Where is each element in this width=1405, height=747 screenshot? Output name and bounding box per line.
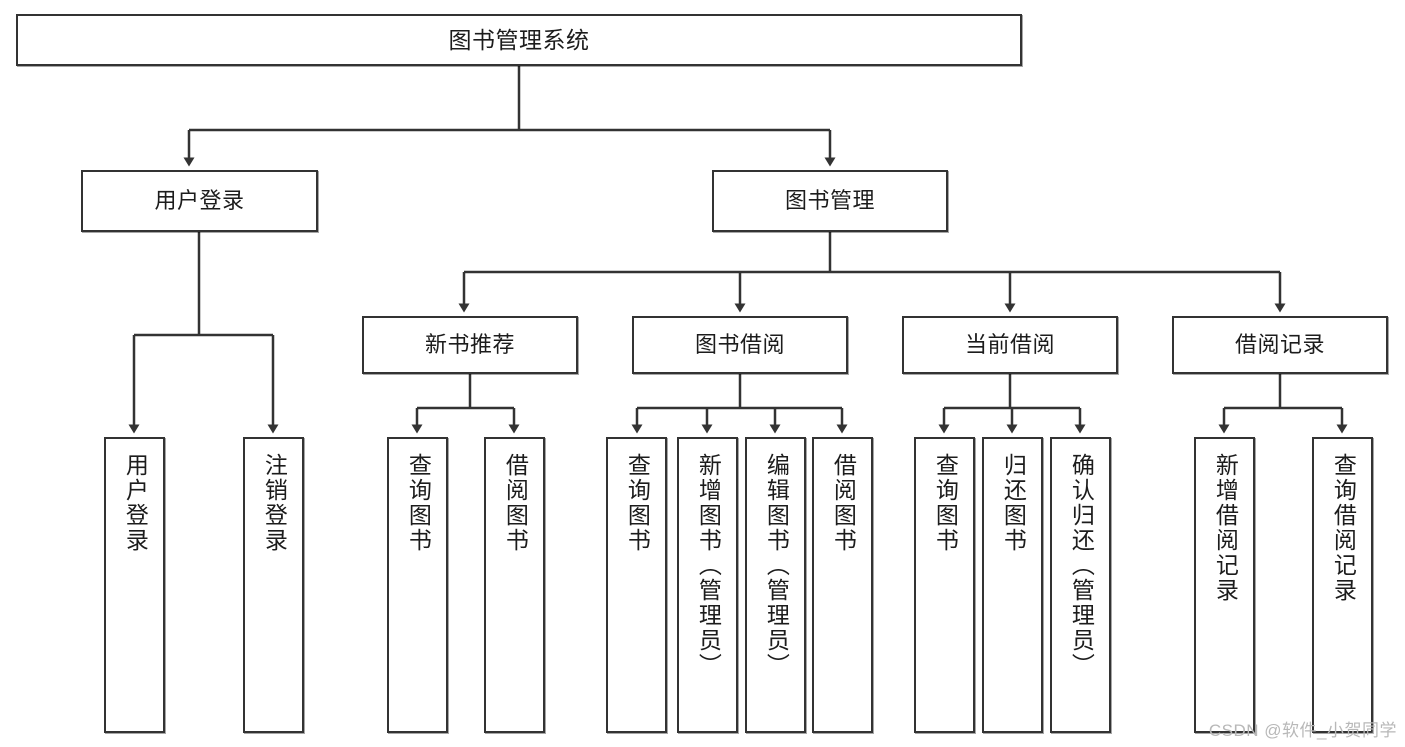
leaf-borrow-borrow-book[interactable]: 借阅图书 <box>812 437 873 733</box>
leaf-borrow-edit-book[interactable]: 编辑图书（管理员） <box>745 437 806 733</box>
leaf-current-return-book[interactable]: 归还图书 <box>982 437 1043 733</box>
leaf-recommend-borrow-book[interactable]: 借阅图书 <box>484 437 545 733</box>
node-label: 当前借阅 <box>964 332 1055 358</box>
node-label: 注销登录 <box>261 453 288 553</box>
watermark-text: CSDN @软件_小贺同学 <box>1208 721 1397 740</box>
node-label: 用户登录 <box>122 453 149 553</box>
leaf-recommend-query-book[interactable]: 查询图书 <box>387 437 448 733</box>
node-label: 借阅图书 <box>830 453 857 553</box>
node-root-system[interactable]: 图书管理系统 <box>16 14 1022 66</box>
node-label: 查询图书 <box>405 453 432 553</box>
leaf-record-add-record[interactable]: 新增借阅记录 <box>1194 437 1255 733</box>
leaf-current-confirm-return[interactable]: 确认归还（管理员） <box>1050 437 1111 733</box>
node-label: 查询借阅记录 <box>1330 453 1357 603</box>
leaf-user-login-signin[interactable]: 用户登录 <box>104 437 165 733</box>
node-label: 图书管理 <box>784 188 875 214</box>
node-label: 编辑图书（管理员） <box>763 453 790 678</box>
node-book-borrow[interactable]: 图书借阅 <box>632 316 848 374</box>
leaf-borrow-query-book[interactable]: 查询图书 <box>606 437 667 733</box>
node-label: 新书推荐 <box>424 332 515 358</box>
leaf-borrow-add-book[interactable]: 新增图书（管理员） <box>677 437 738 733</box>
node-label: 借阅图书 <box>502 453 529 553</box>
node-borrow-record[interactable]: 借阅记录 <box>1172 316 1388 374</box>
node-label: 查询图书 <box>932 453 959 553</box>
node-label: 借阅记录 <box>1234 332 1325 358</box>
node-label: 确认归还（管理员） <box>1068 453 1095 678</box>
node-label: 图书借阅 <box>694 332 785 358</box>
node-label: 新增图书（管理员） <box>695 453 722 678</box>
leaf-record-query-record[interactable]: 查询借阅记录 <box>1312 437 1373 733</box>
node-user-login[interactable]: 用户登录 <box>81 170 318 232</box>
node-new-book-recommend[interactable]: 新书推荐 <box>362 316 578 374</box>
node-label: 查询图书 <box>624 453 651 553</box>
node-book-management[interactable]: 图书管理 <box>712 170 948 232</box>
leaf-current-query-book[interactable]: 查询图书 <box>914 437 975 733</box>
node-label: 图书管理系统 <box>448 26 590 53</box>
node-label: 归还图书 <box>1000 453 1027 553</box>
node-current-borrow[interactable]: 当前借阅 <box>902 316 1118 374</box>
leaf-user-login-signout[interactable]: 注销登录 <box>243 437 304 733</box>
node-label: 新增借阅记录 <box>1212 453 1239 603</box>
node-label: 用户登录 <box>154 188 245 214</box>
